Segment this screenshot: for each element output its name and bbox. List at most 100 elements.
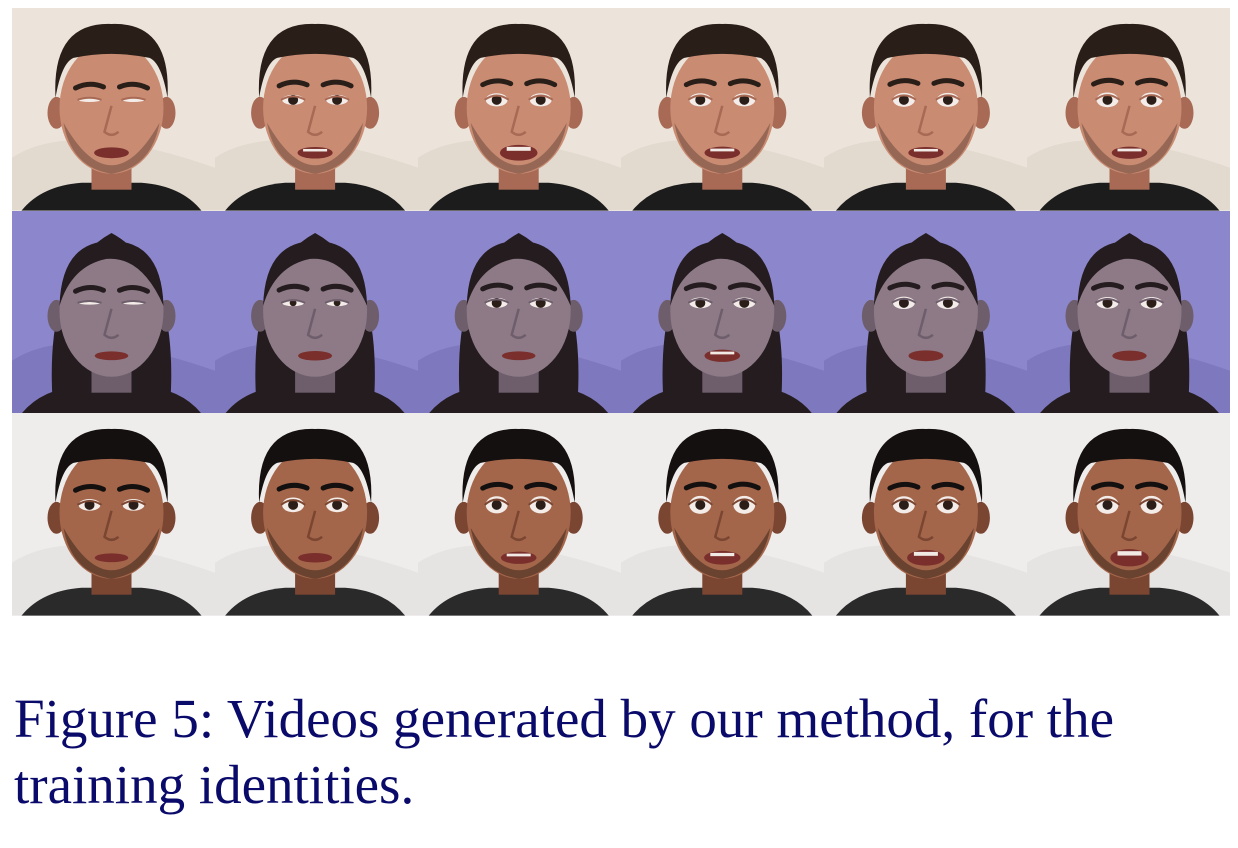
right-pupil [942,94,953,105]
right-eyebrow [524,282,558,292]
right-pupil [1146,297,1157,308]
teeth [710,553,735,557]
left-eyelid [280,499,306,506]
video-frame [215,8,418,211]
shoulders [835,182,1016,211]
left-eyelid [484,498,510,506]
hair-top [873,240,978,306]
hair-top [55,429,168,504]
nose [1121,510,1138,542]
hair-top [55,23,168,98]
hair-top [258,429,372,504]
left-pupil [1102,297,1113,308]
left-pupil [84,500,95,511]
nose [917,105,934,137]
mouth [94,147,129,159]
shoulders [1039,588,1220,616]
left-eyebrow [276,483,310,492]
left-eyelid [891,297,917,304]
right-eyebrow [117,484,150,494]
right-eyebrow [727,78,761,88]
teeth [303,148,328,152]
shoulders [21,182,202,211]
right-eyebrow [1135,481,1168,491]
right-eyelid [324,95,350,101]
face-frame-svg [12,8,215,211]
left-eyelid [687,297,713,304]
nose [917,308,934,339]
face-frame-svg [418,210,621,414]
left-eyebrow [73,484,106,494]
right-pupil [1146,94,1157,105]
left-eyelid [77,299,102,304]
left-eyelid [280,298,306,304]
hair-top [462,429,575,504]
shoulders [1039,385,1220,414]
right-eyebrow [524,78,558,88]
right-eyelid [935,94,961,101]
shoulders [21,588,202,616]
left-eyelid [484,298,510,304]
hair-top [466,240,571,306]
right-pupil [535,94,546,105]
video-frame [824,413,1027,616]
hair-top [869,23,983,98]
video-frame [418,8,621,211]
teeth [710,351,735,355]
face-frame-svg [418,8,621,211]
left-pupil [1102,94,1113,105]
beard [877,122,974,174]
nose [510,105,527,137]
hair-top [666,429,779,504]
shoulders [632,182,813,211]
shoulders [225,588,406,616]
right-eyelid [1138,498,1165,506]
right-eyebrow [524,482,558,492]
left-eyebrow [887,482,921,492]
beard [63,528,160,580]
nose [1121,308,1138,339]
mouth [704,349,741,362]
right-pupil [535,500,546,511]
left-pupil [288,500,299,511]
right-eyebrow [727,281,761,291]
nose [713,510,731,542]
left-eyelid [1094,498,1121,506]
left-eyelid [76,500,103,507]
right-eyebrow [320,79,354,89]
mouth [500,551,537,565]
mouth [908,146,944,159]
video-frame [621,210,824,414]
hair-top [1073,23,1186,98]
right-eyebrow [1135,281,1168,291]
face-frame-svg [1027,413,1230,616]
left-eyelid [484,94,510,101]
nose [510,510,527,542]
shoulders [428,385,609,414]
left-pupil [1102,500,1113,511]
video-frame [215,210,418,414]
nose [306,308,323,339]
nose [103,510,120,542]
right-eyelid [731,297,757,304]
right-pupil [1146,500,1157,511]
hair-top [666,23,779,98]
hair-top [1073,429,1186,504]
teeth [506,146,531,151]
video-frame-grid [12,8,1230,616]
right-eyebrow [931,78,965,87]
nose [713,105,731,137]
shoulders [428,588,609,616]
video-frame [418,413,621,616]
left-eyebrow [73,284,106,294]
left-eyelid [1094,94,1121,101]
nose [103,105,120,137]
left-pupil [695,94,706,105]
left-eyebrow [73,81,106,91]
right-eyelid [121,299,146,304]
shoulders [632,385,813,414]
left-eyelid [891,94,917,101]
right-eyebrow [320,283,354,293]
mouth [704,146,741,159]
right-eyelid [324,298,350,304]
